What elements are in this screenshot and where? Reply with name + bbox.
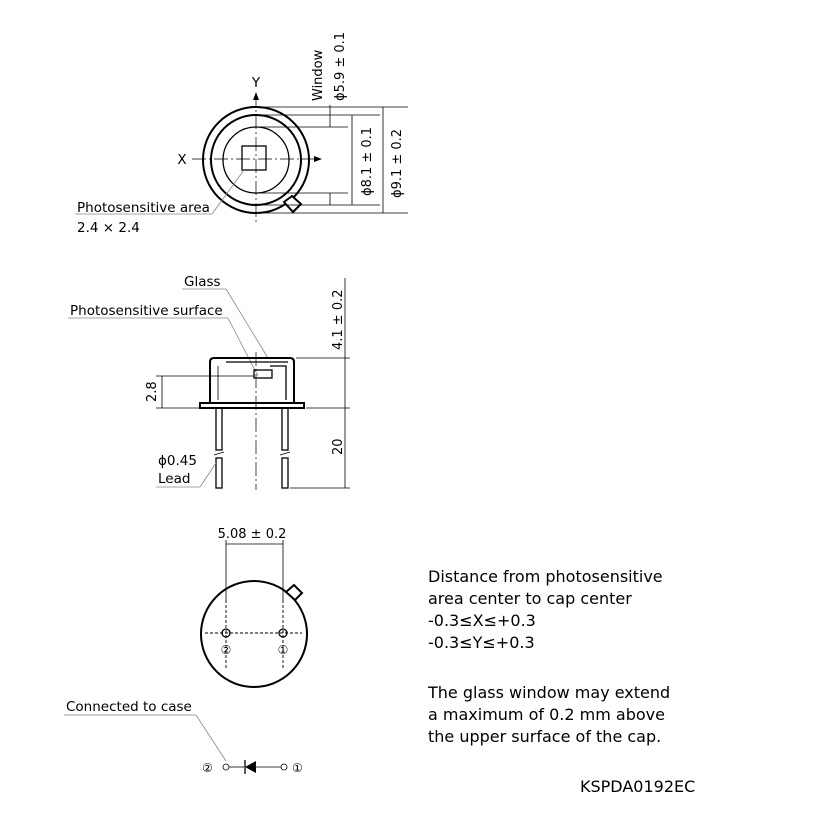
glass-corner xyxy=(270,365,287,400)
note-line-7: the upper surface of the cap. xyxy=(428,727,661,746)
circuit-symbol: Connected to case ② ① xyxy=(64,699,303,775)
lead-label: Lead xyxy=(158,471,190,487)
base-tab xyxy=(284,583,304,602)
photo-area-size: 2.4 × 2.4 xyxy=(77,220,140,236)
terminal-1 xyxy=(280,763,288,771)
glass-label: Glass xyxy=(184,274,221,290)
case-label: Connected to case xyxy=(66,699,192,715)
surface-leader xyxy=(227,317,259,377)
window-outline xyxy=(222,126,290,194)
base-outline xyxy=(200,580,308,688)
lead-leader xyxy=(199,462,217,488)
case-leader xyxy=(195,714,227,762)
lead-right-upper xyxy=(281,407,289,451)
photo-area-leader xyxy=(211,169,245,215)
pitch-dimension: 5.08 ± 0.2 xyxy=(218,527,287,542)
cap-outline xyxy=(210,114,302,206)
photo-area-label: Photosensitive area xyxy=(77,200,210,216)
circuit-pin-2: ② xyxy=(202,761,213,775)
pin-hole-1 xyxy=(278,628,288,638)
terminal-2 xyxy=(222,763,230,771)
note-line-1: Distance from photosensitive xyxy=(428,567,663,586)
notes: Distance from photosensitive area center… xyxy=(427,567,695,796)
lead-break-left xyxy=(213,451,225,456)
flange-outline xyxy=(202,106,310,214)
x-axis-label: X xyxy=(177,152,186,168)
photosensitive-chip xyxy=(253,369,273,379)
top-view: Y X Window ϕ5.9 ± 0.1 ϕ8.1 ± 0.1 ϕ9.1 ± xyxy=(75,32,408,236)
glass-leader xyxy=(225,288,269,359)
surface-label: Photosensitive surface xyxy=(70,303,223,319)
document-code: KSPDA0192EC xyxy=(580,777,695,796)
note-line-5: The glass window may extend xyxy=(427,683,670,702)
photosensitive-area xyxy=(241,145,267,171)
flange-dimension: ϕ9.1 ± 0.2 xyxy=(390,129,405,198)
note-line-2: area center to cap center xyxy=(428,589,632,608)
surface-dimension: 2.8 xyxy=(145,381,160,402)
lead-length-dimension: 20 xyxy=(331,438,346,455)
cap-dimension: ϕ8.1 ± 0.1 xyxy=(360,127,375,196)
height-dimension: 4.1 ± 0.2 xyxy=(331,289,346,350)
pin-2-label: ② xyxy=(221,643,232,657)
lead-left-lower xyxy=(215,457,223,489)
circuit-pin-1: ① xyxy=(292,761,303,775)
cap-body xyxy=(209,357,295,403)
bottom-view: 5.08 ± 0.2 ② ① xyxy=(200,527,308,688)
flange-base xyxy=(199,402,305,409)
lead-break-right xyxy=(279,451,291,456)
pin-hole-2 xyxy=(221,628,231,638)
lead-left-upper xyxy=(215,407,223,451)
window-word: Window xyxy=(311,49,326,101)
diode-triangle xyxy=(245,761,256,773)
side-view: Glass Photosensitive surface 4.1 ± 0.2 2… xyxy=(68,274,350,490)
window-dimension: ϕ5.9 ± 0.1 xyxy=(333,32,348,101)
note-line-6: a maximum of 0.2 mm above xyxy=(428,705,665,724)
lead-diameter: ϕ0.45 xyxy=(158,453,197,469)
note-line-4: -0.3≤Y≤+0.3 xyxy=(428,633,535,652)
y-arrow-head xyxy=(253,92,259,100)
lead-right-lower xyxy=(281,457,289,489)
note-line-3: -0.3≤X≤+0.3 xyxy=(428,611,536,630)
pin-1-label: ① xyxy=(278,643,289,657)
y-axis-label: Y xyxy=(251,75,261,91)
index-tab xyxy=(282,194,303,214)
x-arrow-head xyxy=(314,156,322,162)
